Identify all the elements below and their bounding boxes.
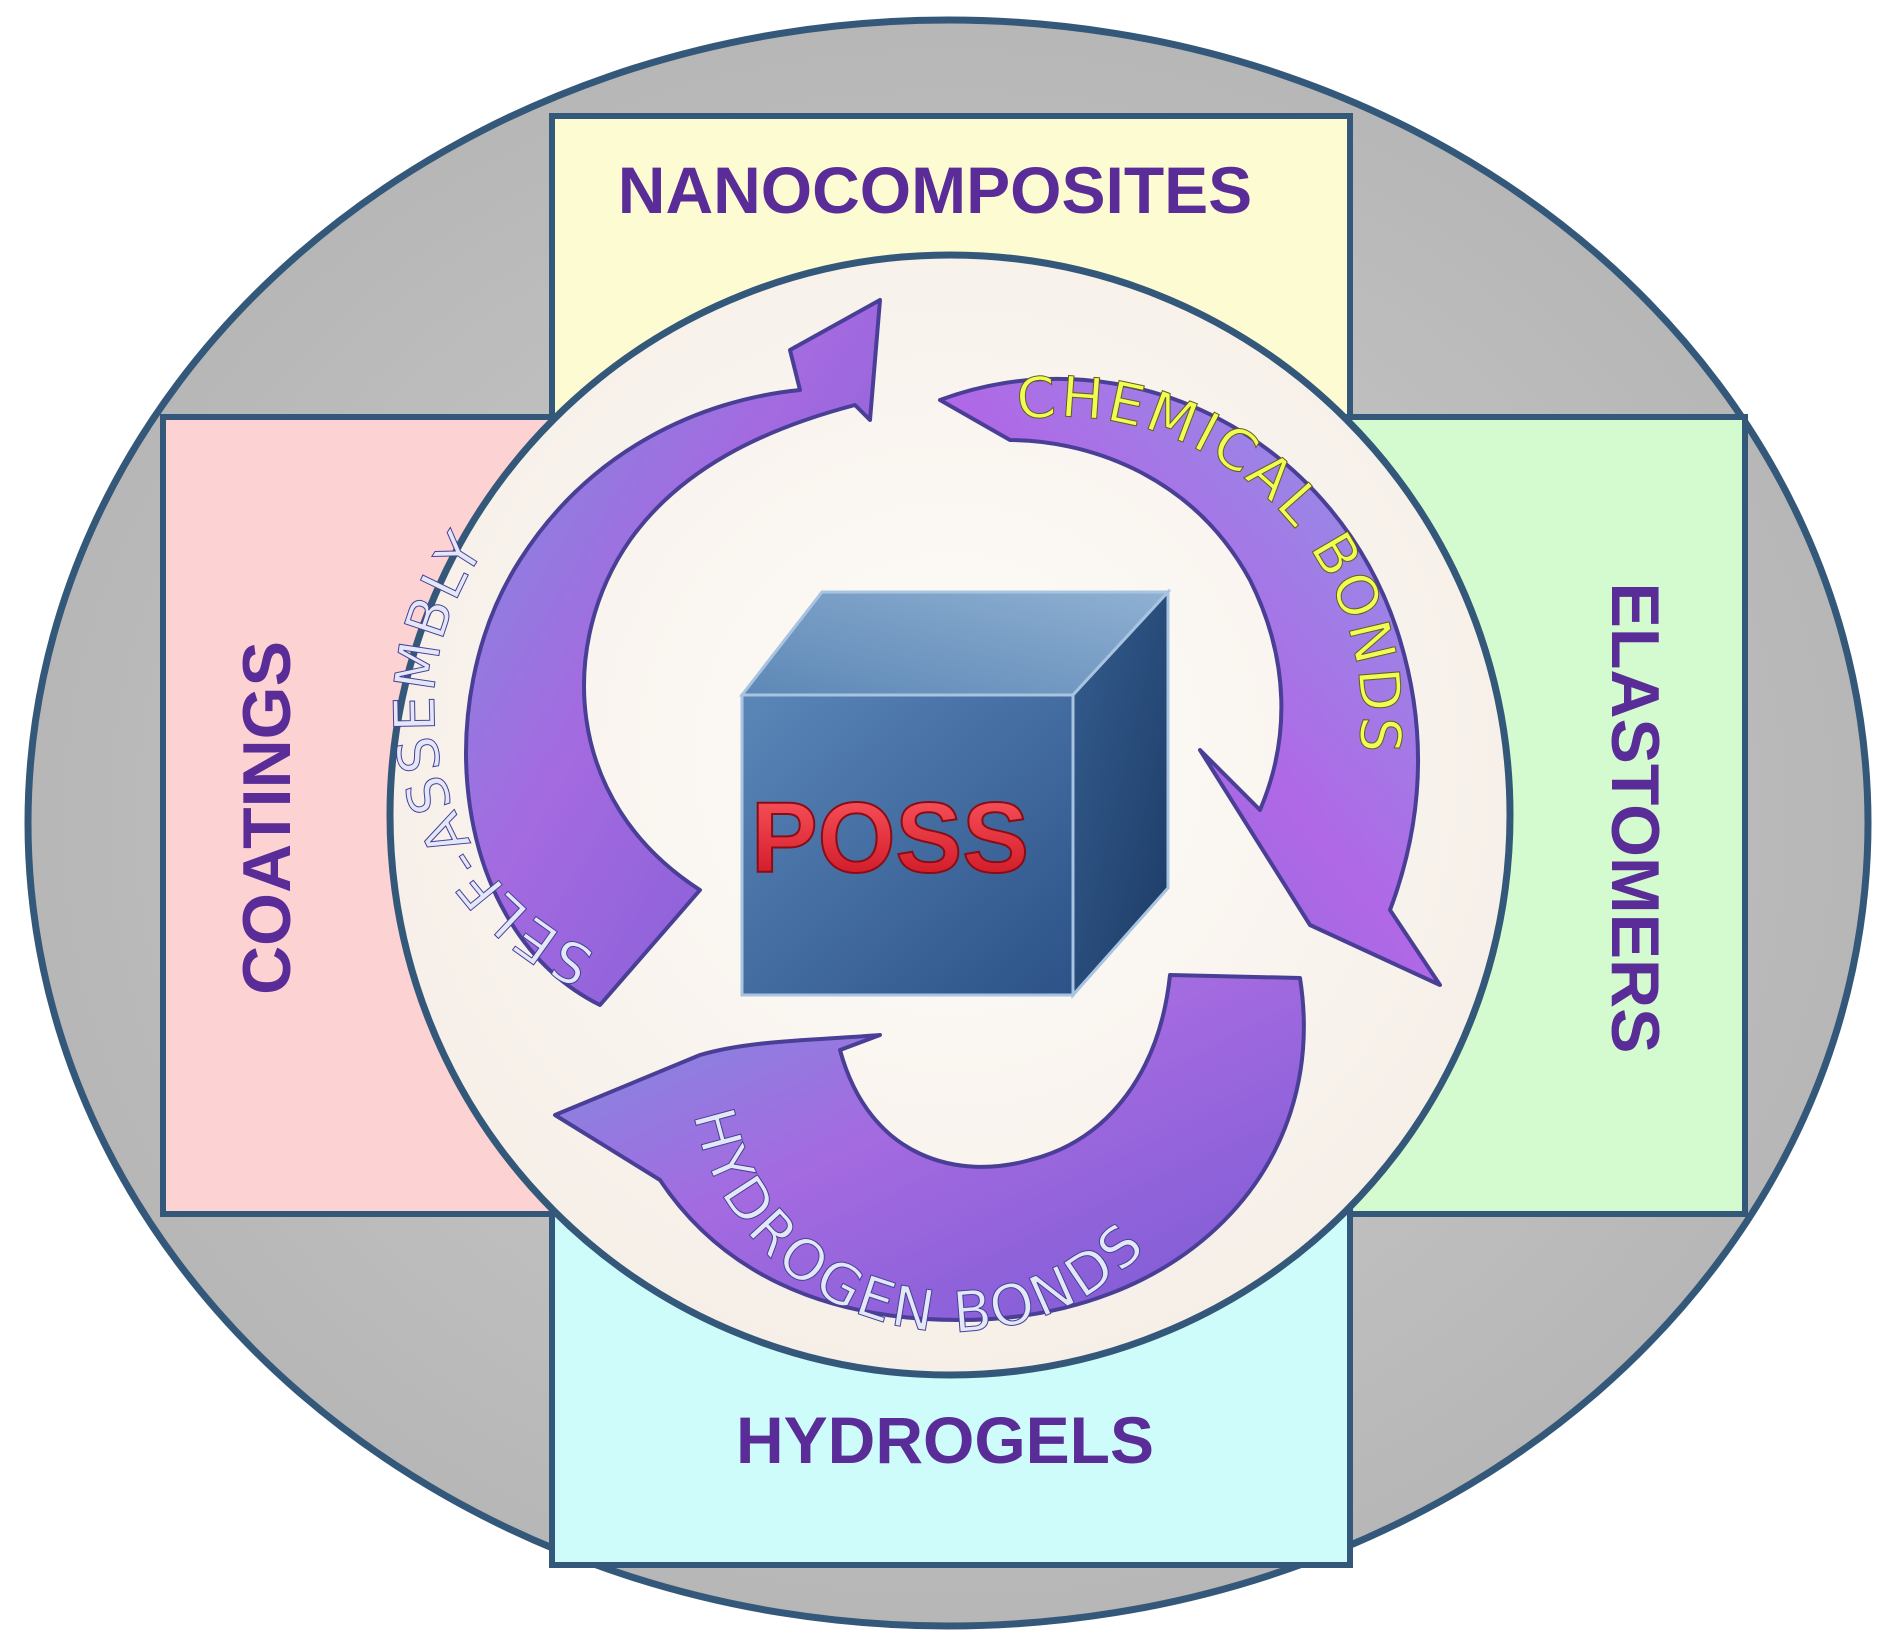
coatings-label: COATINGS xyxy=(229,641,305,995)
self-assembly-arrow xyxy=(464,298,882,1007)
poss-cube xyxy=(738,588,1172,999)
nanocomposites-label: NANOCOMPOSITES xyxy=(618,153,1252,227)
chemical-bonds-arrow xyxy=(938,376,1442,987)
hydrogen-bonds-arrow xyxy=(553,973,1306,1322)
hydrogels-label: HYDROGELS xyxy=(736,1403,1154,1477)
elastomers-label: ELASTOMERS xyxy=(1597,582,1673,1053)
poss-label: POSS xyxy=(751,782,1029,894)
cube-front-face xyxy=(740,693,1075,997)
